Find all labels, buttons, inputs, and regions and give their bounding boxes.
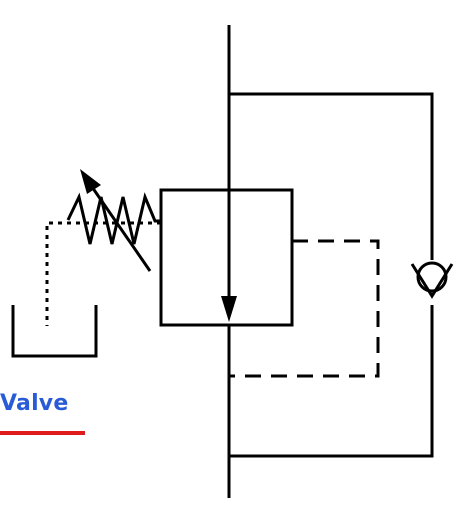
tank-icon: [11, 305, 98, 358]
spring-icon: [66, 192, 161, 245]
pilot-line-dashed: [229, 239, 380, 378]
valve-caption: Valve: [0, 391, 69, 416]
bypass-line: [229, 92, 434, 458]
flow-arrow-icon: [221, 190, 237, 322]
valve-body: [159, 188, 294, 327]
drain-line-dotted: [45, 221, 161, 326]
adjustment-arrow-icon: [80, 169, 152, 272]
check-valve-icon: [410, 261, 454, 299]
caption-underline: [0, 431, 85, 435]
